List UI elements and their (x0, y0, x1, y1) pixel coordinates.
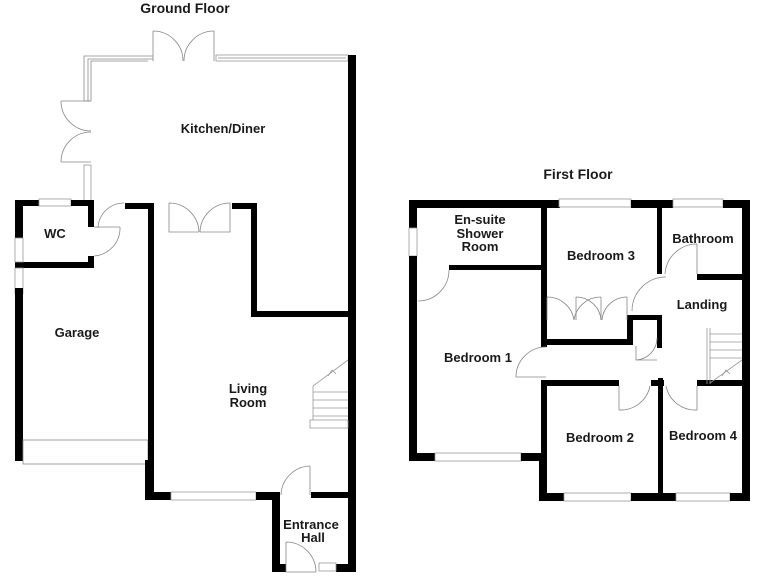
kitchen-glazing (83, 54, 349, 204)
garage-door (22, 439, 149, 465)
ground-floor-title: Ground Floor (140, 0, 230, 16)
living-room-walls (125, 202, 351, 501)
wc-side-window (14, 237, 24, 263)
room-label-wc: WC (44, 226, 66, 241)
room-label-landing: Landing (677, 297, 728, 312)
first-floor-outer-walls (408, 198, 750, 502)
wc-window (38, 198, 72, 207)
room-label-ensuite-3: Room (462, 239, 499, 254)
entrance-hall-walls (272, 465, 356, 573)
bedroom-4-window (675, 492, 731, 502)
room-label-living-room-2: Room (230, 395, 267, 410)
garage-walls (15, 288, 149, 465)
kitchen-side-doors (60, 100, 92, 163)
first-floor-stairs (706, 328, 743, 384)
room-label-living-room-1: Living (229, 381, 267, 396)
first-floor: First Floor (408, 166, 750, 502)
entrance-window (318, 562, 337, 572)
room-label-bedroom-4: Bedroom 4 (669, 428, 738, 443)
room-label-bathroom: Bathroom (672, 231, 733, 246)
room-label-bedroom-1: Bedroom 1 (444, 350, 512, 365)
room-label-ensuite-2: Shower (457, 226, 504, 241)
room-label-entrance-hall-1: Entrance (283, 517, 339, 532)
bedroom-3-window (558, 198, 632, 208)
bedroom-1-window (434, 452, 522, 462)
room-label-kitchen-diner: Kitchen/Diner (181, 121, 266, 136)
living-room-window (170, 491, 257, 501)
wc-walls (14, 198, 125, 295)
bedroom-2-window (563, 492, 632, 502)
room-label-bedroom-3: Bedroom 3 (567, 248, 635, 263)
ground-east-wall (348, 55, 356, 570)
room-label-bedroom-2: Bedroom 2 (566, 430, 634, 445)
room-label-garage: Garage (55, 325, 100, 340)
room-label-entrance-hall-2: Hall (301, 530, 325, 545)
room-label-ensuite-1: En-suite (454, 212, 505, 227)
first-floor-interior-walls (449, 204, 746, 496)
kitchen-french-doors (152, 30, 215, 62)
first-floor-doors (417, 243, 698, 411)
bathroom-window (672, 198, 724, 208)
first-floor-title: First Floor (543, 166, 613, 182)
kitchen-side-window (83, 164, 92, 204)
ensuite-window (408, 227, 418, 257)
ground-floor: Ground Floor (14, 0, 356, 573)
ground-stairs (309, 359, 349, 429)
